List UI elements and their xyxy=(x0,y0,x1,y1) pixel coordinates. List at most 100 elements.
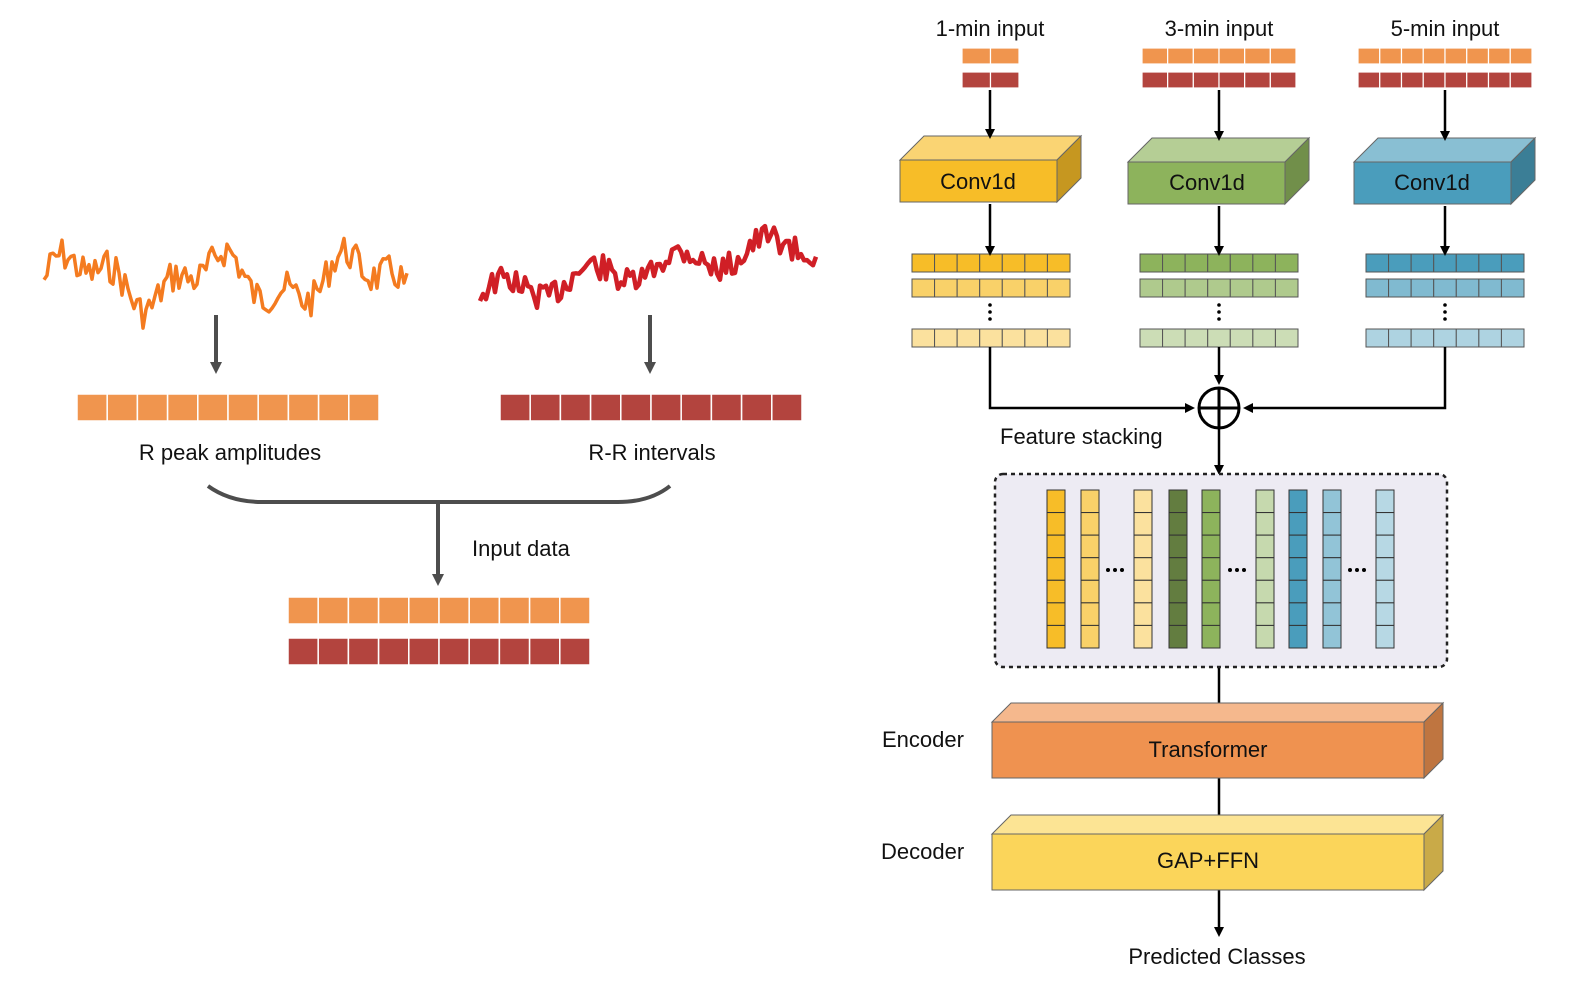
input-amplitude-strip-cell xyxy=(377,596,410,625)
feature-sum-icon xyxy=(1197,386,1241,430)
transformer-block xyxy=(990,701,1445,780)
input-2-rr-cell xyxy=(1357,71,1381,89)
stack-column-4-cell xyxy=(1201,602,1221,626)
stack-column-8-cell xyxy=(1375,557,1395,581)
input-2-rr-cell xyxy=(1400,71,1424,89)
transformer-block-shape xyxy=(990,701,1445,780)
input-amplitude-strip-cell xyxy=(468,596,501,625)
stack-column-3-cell xyxy=(1168,557,1188,581)
feature-map-2-row2-cell xyxy=(1388,278,1412,298)
stack-column-4-cell xyxy=(1201,489,1221,514)
input-2-amplitude-cell xyxy=(1422,47,1446,65)
stack-column-2-cell xyxy=(1133,534,1153,559)
feature-map-2-row2-cell xyxy=(1433,278,1457,298)
feature-map-2-row-last-cell xyxy=(1500,328,1525,348)
stack-column-7-cell xyxy=(1322,602,1342,626)
encoder-label: Encoder xyxy=(882,727,964,752)
stack-column-3-cell xyxy=(1168,534,1188,559)
multi-scale-input-strips xyxy=(961,47,1533,89)
feature-map-2-row2-cell xyxy=(1478,278,1502,298)
input-rr-strip-cell xyxy=(559,637,591,666)
input-amplitude-strip-cell xyxy=(408,596,440,625)
input-rr-strip-cell xyxy=(528,637,561,666)
stack-column-4-cell xyxy=(1201,534,1221,559)
stack-column-7-cell xyxy=(1322,534,1342,559)
input-0-amplitude-cell xyxy=(961,47,992,65)
stack-column-1-cell xyxy=(1080,534,1100,559)
input-2-amplitude-cell xyxy=(1400,47,1424,65)
feature-map-0-row2-cell xyxy=(956,278,981,298)
feature-map-1-row1-cell xyxy=(1139,253,1164,273)
input-1-amplitude-cell xyxy=(1269,47,1297,65)
feature-map-0-row1-cell xyxy=(934,253,958,273)
stack-column-2-cell xyxy=(1133,489,1153,514)
feature-map-1-row-last-cell xyxy=(1252,328,1276,348)
rr-strip-cell xyxy=(620,393,652,422)
stack-column-0-cell xyxy=(1046,579,1066,604)
gap-ffn-block xyxy=(990,813,1445,892)
feature-map-0-row2-cell xyxy=(911,278,936,298)
input-1-amplitude-cell xyxy=(1141,47,1169,65)
feature-map-1-row-last-cell xyxy=(1162,328,1186,348)
feature-map-1-row2-cell xyxy=(1274,278,1299,298)
amplitude-strip xyxy=(76,393,380,422)
stack-column-2-cell xyxy=(1133,579,1153,604)
stack-column-3-cell xyxy=(1168,489,1188,514)
feature-map-0-row2-cell xyxy=(934,278,958,298)
rr-strip-cell xyxy=(680,393,713,422)
transformer-label: Transformer xyxy=(1148,737,1268,762)
feature-map-0-row2-cell xyxy=(1046,278,1071,298)
arrow-branch1-to-sum xyxy=(988,347,1195,413)
input-1-rr-cell xyxy=(1141,71,1169,89)
stack-column-8-cell xyxy=(1375,534,1395,559)
feature-map-1-row1-cell xyxy=(1207,253,1231,273)
stack-column-3-cell xyxy=(1168,579,1188,604)
feature-map-1-row1-cell xyxy=(1252,253,1276,273)
input-2-amplitude-cell xyxy=(1466,47,1490,65)
stack-column-7-cell xyxy=(1322,624,1342,649)
conv1d-block-3 xyxy=(1352,136,1537,206)
feature-map-2-row1-cell xyxy=(1388,253,1412,273)
input-amplitude-strip-cell xyxy=(317,596,350,625)
stack-column-0-cell xyxy=(1046,624,1066,649)
feature-map-1-row2-cell xyxy=(1162,278,1186,298)
stack-column-6-cell xyxy=(1288,534,1308,559)
stack-column-0-cell xyxy=(1046,557,1066,581)
stack-column-0-cell xyxy=(1046,534,1066,559)
input-rr-strip-cell xyxy=(287,637,319,666)
feature-map-1-row-last-cell xyxy=(1184,328,1209,348)
stack-column-4-cell xyxy=(1201,512,1221,536)
feature-map-2-row2-cell xyxy=(1455,278,1480,298)
input-1min-label: 1-min input xyxy=(935,16,1045,41)
stack-column-8-cell xyxy=(1375,512,1395,536)
amplitude-strip-cell xyxy=(106,393,139,422)
merge-brace xyxy=(206,484,672,504)
input-1-rr-cell xyxy=(1244,71,1271,89)
input-1-rr-cell xyxy=(1192,71,1220,89)
amplitude-strip-cell xyxy=(136,393,169,422)
stack-column-6-cell xyxy=(1288,602,1308,626)
input-0-amplitude-cell xyxy=(989,47,1020,65)
input-rr-strip-cell xyxy=(408,637,440,666)
feature-map-1-row2-cell xyxy=(1184,278,1209,298)
stack-column-2-cell xyxy=(1133,512,1153,536)
stack-column-3-cell xyxy=(1168,602,1188,626)
rr-strip-cell xyxy=(650,393,682,422)
input-0-rr-cell xyxy=(961,71,992,89)
feature-map-2-row2-cell xyxy=(1410,278,1435,298)
rr-strip-cell xyxy=(710,393,743,422)
input-1-amplitude-cell xyxy=(1218,47,1246,65)
input-2-amplitude-cell xyxy=(1444,47,1468,65)
stack-column-8-cell xyxy=(1375,602,1395,626)
feature-map-1-row-last-cell xyxy=(1274,328,1299,348)
stack-column-7-cell xyxy=(1322,489,1342,514)
stack-column-1-cell xyxy=(1080,512,1100,536)
stack-column-8-cell xyxy=(1375,489,1395,514)
stack-column-2-cell xyxy=(1133,557,1153,581)
input-2-amplitude-cell xyxy=(1509,47,1533,65)
stack-column-7-cell xyxy=(1322,512,1342,536)
stack-column-0-cell xyxy=(1046,489,1066,514)
feature-map-2-row1-cell xyxy=(1455,253,1480,273)
conv1d-3-label: Conv1d xyxy=(1394,170,1470,195)
